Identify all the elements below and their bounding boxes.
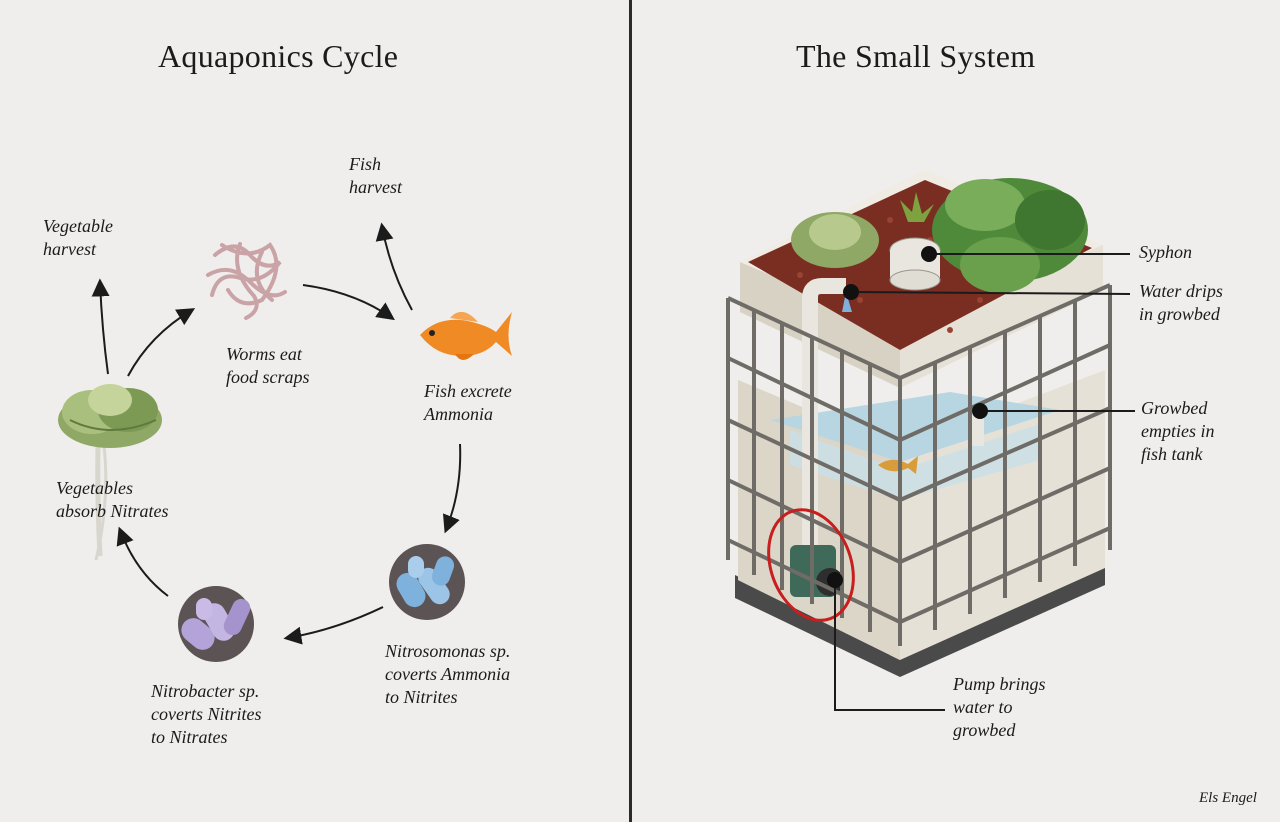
callout-lines xyxy=(834,253,1135,711)
nitrobacter-bacteria-icon xyxy=(178,586,254,662)
arrow-worms-to-fish xyxy=(302,284,395,321)
arrow-fish-to-harvest xyxy=(375,222,413,311)
label-pump: Pump brings water to growbed xyxy=(953,674,1046,740)
label-worms: Worms eat food scraps xyxy=(226,344,310,387)
cycle-arrows xyxy=(91,222,462,645)
system-illustration xyxy=(726,170,1112,677)
arrow-vegetables-to-harvest xyxy=(91,278,110,375)
callout-dots xyxy=(827,246,988,588)
growbed-plants xyxy=(791,178,1088,293)
arrow-fish-to-nitrosomonas xyxy=(442,443,462,534)
left-panel-title: Aquaponics Cycle xyxy=(158,38,399,74)
artist-credit: Els Engel xyxy=(1199,790,1257,806)
lettuce-icon xyxy=(58,384,162,561)
label-fish-harvest: Fish harvest xyxy=(349,154,402,197)
right-panel-title: The Small System xyxy=(796,38,1036,74)
arrow-nitrosomonas-to-nitrobacter xyxy=(283,606,384,645)
nitrosomonas-bacteria-icon xyxy=(389,544,465,620)
goldfish-icon xyxy=(420,311,512,360)
label-water-drips: Water drips in growbed xyxy=(1139,281,1223,324)
water-pipe xyxy=(802,278,846,560)
label-fish-excrete: Fish excrete Ammonia xyxy=(424,381,512,424)
arrow-vegetables-to-worms xyxy=(127,308,196,377)
arrow-nitrobacter-to-vegetables xyxy=(116,526,169,597)
label-nitrosomonas: Nitrosomonas sp. coverts Ammonia to Nitr… xyxy=(385,641,511,707)
label-nitrobacter: Nitrobacter sp. coverts Nitrites to Nitr… xyxy=(151,681,262,747)
label-syphon: Syphon xyxy=(1139,242,1192,262)
label-growbed-empties: Growbed empties in fish tank xyxy=(1141,398,1215,464)
panel-divider xyxy=(629,0,632,822)
pump-highlight xyxy=(767,508,855,622)
label-vegetable-harvest: Vegetable harvest xyxy=(43,216,113,259)
label-vegetables-absorb: Vegetables absorb Nitrates xyxy=(56,478,169,521)
cage xyxy=(726,283,1112,646)
worms-icon xyxy=(206,242,287,320)
